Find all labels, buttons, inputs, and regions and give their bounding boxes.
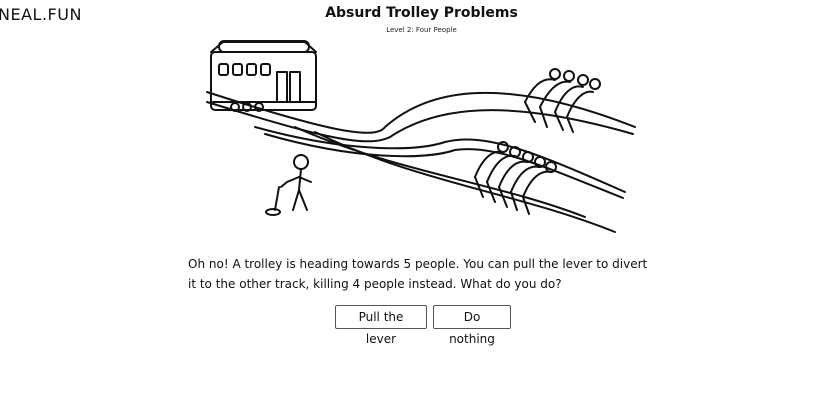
choice-buttons: Pull the lever Do nothing [335, 305, 511, 346]
footer [0, 409, 825, 413]
level-label: Level 2: Four People [386, 26, 457, 34]
tracks [206, 91, 636, 233]
question-text: Oh no! A trolley is heading towards 5 pe… [188, 257, 648, 291]
people-group-main-track [524, 68, 601, 133]
people-group-side-track [474, 141, 557, 215]
trolley-scene [206, 40, 636, 233]
pull-lever-button[interactable]: Pull the lever [335, 305, 427, 346]
trolley-icon [210, 40, 317, 112]
do-nothing-button[interactable]: Do nothing [433, 305, 511, 346]
page-title: Absurd Trolley Problems [325, 5, 518, 21]
person-at-lever-icon [280, 154, 312, 211]
lever-icon [265, 186, 281, 216]
site-logo-link[interactable]: NEAL.FUN [0, 5, 82, 24]
